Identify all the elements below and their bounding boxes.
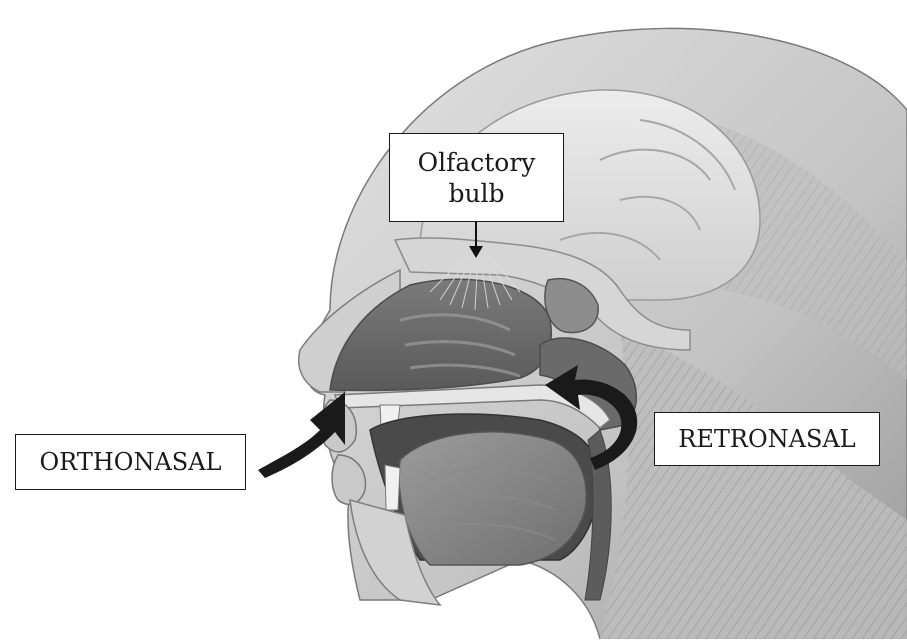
retronasal-label-text: RETRONASAL [678, 425, 855, 453]
orthonasal-label-text: ORTHONASAL [40, 448, 222, 476]
lower-teeth [385, 465, 400, 510]
olfactory-label-line2: bulb [448, 178, 504, 209]
tongue [399, 432, 586, 565]
orthonasal-arrow [258, 392, 345, 478]
orthonasal-label: ORTHONASAL [15, 434, 246, 490]
olfactory-label-line1: Olfactory [418, 147, 536, 178]
retronasal-label: RETRONASAL [654, 412, 880, 466]
olfactory-bulb-label: Olfactory bulb [389, 133, 564, 222]
